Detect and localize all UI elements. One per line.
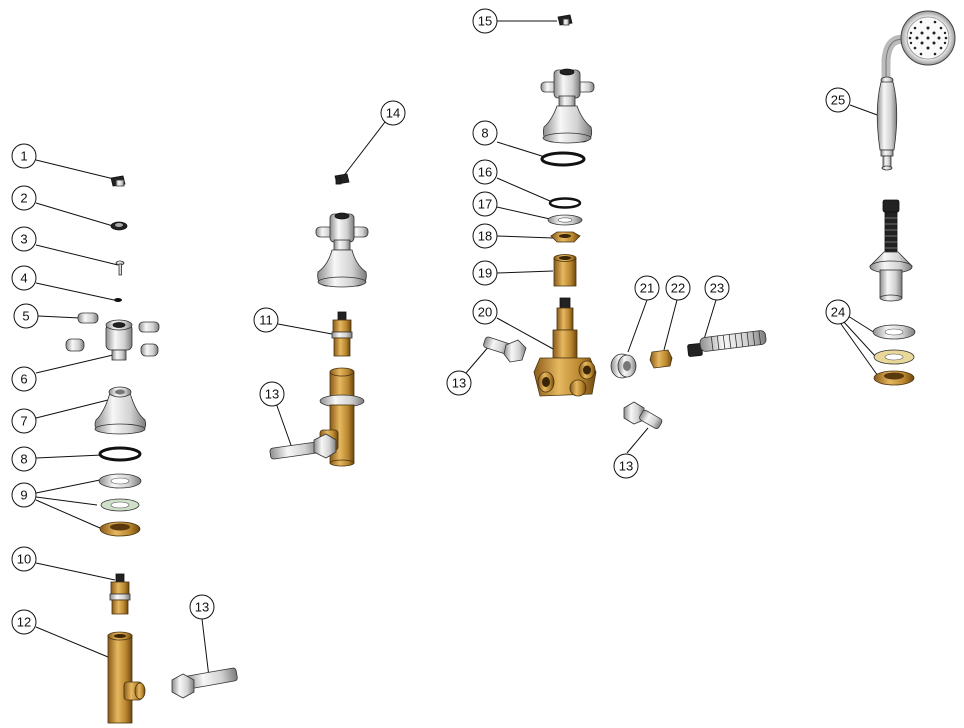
callout-12: 12 <box>11 609 37 635</box>
callout-25-label: 25 <box>831 93 845 108</box>
callout-14-label: 14 <box>386 106 400 121</box>
callout-15-label: 15 <box>478 14 492 29</box>
leader-lines <box>35 20 881 678</box>
cross-handle-right <box>540 68 595 144</box>
callout-2: 2 <box>11 185 37 211</box>
callout-13-bottom-left-label: 13 <box>195 600 209 615</box>
part-8-o-ring-right <box>540 151 586 167</box>
part-13-connector-mid <box>269 433 337 460</box>
callout-24-label: 24 <box>831 305 845 320</box>
callout-17-label: 17 <box>478 197 492 212</box>
callout-13-bottom-right: 13 <box>613 453 639 479</box>
part-3-screw <box>115 260 125 276</box>
callout-8-right: 8 <box>472 120 498 146</box>
part-24-handshower-holder <box>869 199 916 386</box>
part-5-6-cross-handle <box>65 312 160 361</box>
cross-handle-mid <box>315 212 369 288</box>
callout-21: 21 <box>634 275 660 301</box>
callout-7-label: 7 <box>20 414 27 429</box>
part-11-cartridge-mid <box>331 311 353 357</box>
callout-13-mid: 13 <box>259 381 285 407</box>
callout-9-label: 9 <box>20 488 27 503</box>
callout-21-label: 21 <box>640 281 654 296</box>
callout-6: 6 <box>11 366 37 392</box>
callouts: 1 2 3 4 5 6 7 8 9 10 12 13 14 11 13 15 8… <box>11 8 851 635</box>
part-22-adapter <box>649 349 673 369</box>
callout-13-left-of-body-label: 13 <box>452 376 466 391</box>
callout-18: 18 <box>472 223 498 249</box>
callout-18-label: 18 <box>478 229 492 244</box>
callout-13-left-of-body: 13 <box>446 370 472 396</box>
callout-23: 23 <box>704 275 730 301</box>
part-21-nut <box>610 353 637 379</box>
part-12-valve-body-left <box>107 631 146 724</box>
part-13-connector-bottom-left <box>171 667 238 699</box>
callout-4: 4 <box>11 265 37 291</box>
valve-body-mid <box>319 367 365 467</box>
callout-15: 15 <box>472 8 498 34</box>
part-10-cartridge-left <box>109 573 131 615</box>
callout-20-label: 20 <box>478 305 492 320</box>
callout-20: 20 <box>472 299 498 325</box>
part-16-o-ring <box>548 197 582 209</box>
part-19-sleeve <box>553 254 577 287</box>
callout-16-label: 16 <box>478 165 492 180</box>
callout-6-label: 6 <box>20 372 27 387</box>
part-17-washer <box>547 214 583 226</box>
callout-4-label: 4 <box>20 271 27 286</box>
part-1-index-cap <box>110 175 126 187</box>
callout-16: 16 <box>472 159 498 185</box>
callout-12-label: 12 <box>17 615 31 630</box>
callout-11: 11 <box>253 307 279 333</box>
callout-10: 10 <box>11 546 37 572</box>
callout-3: 3 <box>11 226 37 252</box>
callout-3-label: 3 <box>20 232 27 247</box>
part-7-escutcheon <box>94 386 147 435</box>
callout-13-mid-label: 13 <box>265 387 279 402</box>
callout-23-label: 23 <box>710 281 724 296</box>
part-8-o-ring-left <box>98 446 142 462</box>
part-2-cap-ring <box>110 221 128 231</box>
part-9-washers <box>98 473 142 537</box>
callout-8-left-label: 8 <box>20 452 27 467</box>
callout-8-left: 8 <box>11 446 37 472</box>
part-14-index-cap-mid <box>334 173 350 185</box>
part-4-o-ring <box>114 298 122 302</box>
callout-13-bottom-right-label: 13 <box>619 459 633 474</box>
callout-2-label: 2 <box>20 191 27 206</box>
callout-9: 9 <box>11 482 37 508</box>
part-13-connector-left-of-body <box>483 336 527 363</box>
part-15-index-cap-right <box>557 14 573 26</box>
part-13-connector-bottom-right <box>623 401 663 429</box>
callout-25: 25 <box>825 87 851 113</box>
part-18-lock-nut <box>550 231 581 243</box>
callout-19: 19 <box>472 260 498 286</box>
part-25-handshower <box>876 10 956 171</box>
callout-19-label: 19 <box>478 266 492 281</box>
part-23-hose <box>687 330 767 357</box>
callout-13-bottom-left: 13 <box>189 594 215 620</box>
callout-22: 22 <box>665 275 691 301</box>
callout-14: 14 <box>380 100 406 126</box>
callout-1-label: 1 <box>20 149 27 164</box>
callout-24: 24 <box>825 299 851 325</box>
callout-8-right-label: 8 <box>481 126 488 141</box>
callout-1: 1 <box>11 143 37 169</box>
callout-10-label: 10 <box>17 552 31 567</box>
callout-22-label: 22 <box>671 281 685 296</box>
part-20-diverter-body <box>533 297 597 397</box>
callout-5: 5 <box>13 303 39 329</box>
callout-7: 7 <box>11 408 37 434</box>
callout-11-label: 11 <box>259 313 273 328</box>
callout-5-label: 5 <box>22 309 29 324</box>
callout-17: 17 <box>472 191 498 217</box>
